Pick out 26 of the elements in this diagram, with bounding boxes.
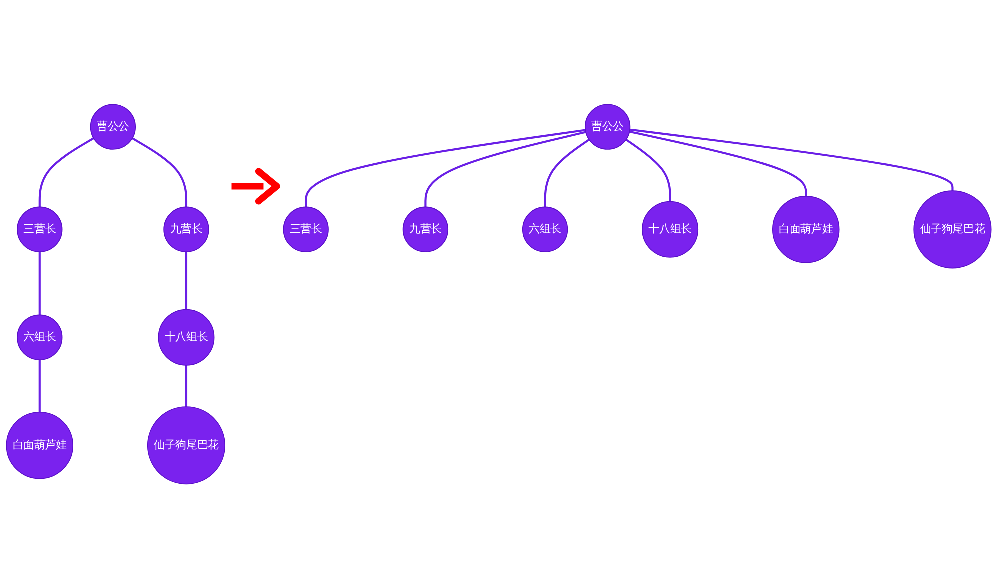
connector [132, 137, 188, 207]
node-circle: 九营长 [402, 206, 449, 252]
node-circle: 仙子狗尾巴花 [147, 406, 226, 484]
connector [38, 137, 94, 207]
connector [630, 128, 954, 191]
node-circle: 曹公公 [90, 104, 136, 150]
node-circle: 十八组长 [642, 200, 699, 258]
node-circle: 三营长 [17, 206, 63, 252]
connector [38, 252, 41, 315]
connector [38, 360, 41, 412]
node-circle: 十八组长 [158, 308, 215, 366]
connector [424, 130, 586, 207]
node-circle: 六组长 [17, 314, 63, 360]
connector [626, 138, 672, 202]
node-circle: 仙子狗尾巴花 [914, 190, 992, 268]
node-circle: 六组长 [522, 206, 568, 252]
node-circle: 曹公公 [584, 104, 631, 150]
node-circle: 九营长 [164, 206, 210, 252]
connector [544, 138, 590, 207]
node-circle: 白面葫芦娃 [772, 196, 840, 263]
connector [630, 130, 808, 196]
connector [185, 252, 188, 310]
node-circle: 白面葫芦娃 [6, 412, 74, 479]
node-circle: 三营长 [283, 206, 329, 252]
connector [305, 128, 586, 207]
connector [185, 365, 188, 407]
